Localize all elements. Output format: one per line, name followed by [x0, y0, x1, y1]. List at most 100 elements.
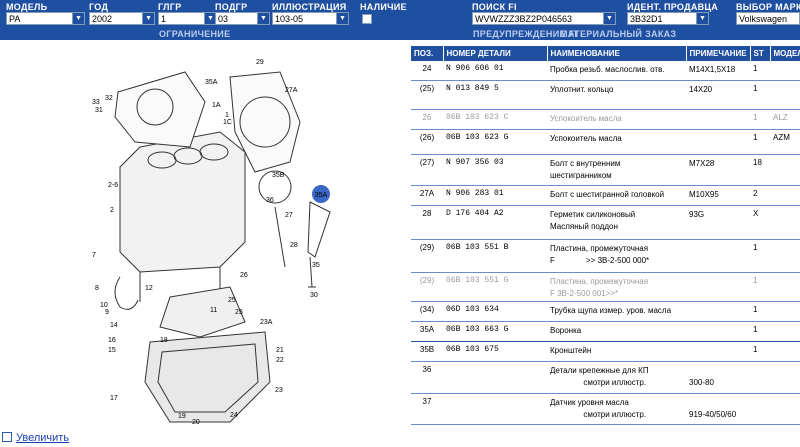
intermediate-plate: [159, 286, 246, 338]
callout[interactable]: 33: [92, 99, 100, 106]
cell-model: [770, 393, 800, 425]
callout[interactable]: 23: [275, 387, 283, 394]
callout[interactable]: 31: [95, 107, 103, 114]
callout[interactable]: 9: [105, 309, 109, 316]
sub-group-dropdown-icon[interactable]: ▼: [257, 12, 270, 25]
search-fi-input[interactable]: WVWZZZ3BZ2P046563: [472, 12, 604, 25]
cell-part-number: 06B 103 551 G: [443, 272, 547, 302]
year-select[interactable]: 2002: [89, 12, 143, 25]
callout[interactable]: 19: [178, 413, 186, 420]
zoom-link-row: Увеличить: [2, 432, 69, 444]
callout[interactable]: 12: [145, 285, 153, 292]
callout[interactable]: 25: [235, 309, 243, 316]
cell-pos: 24: [411, 61, 443, 81]
callout[interactable]: 2: [110, 207, 114, 214]
callout[interactable]: 1: [225, 112, 229, 119]
cell-part-number: 06B 103 663 G: [443, 320, 547, 342]
callout[interactable]: 29: [256, 59, 264, 66]
callout[interactable]: 20: [192, 419, 200, 426]
callout[interactable]: 35: [312, 262, 320, 269]
callout[interactable]: 21: [276, 347, 284, 354]
cell-st: 1: [750, 109, 770, 130]
col-name-header[interactable]: НАИМЕНОВАНИЕ: [547, 46, 687, 61]
callout[interactable]: 36: [266, 197, 274, 204]
callout[interactable]: 30: [310, 292, 318, 299]
callout[interactable]: 2-6: [108, 182, 118, 189]
callout[interactable]: 27: [285, 212, 293, 219]
callout[interactable]: 35A: [205, 79, 218, 86]
seller-id-select[interactable]: 3B32D1: [627, 12, 697, 25]
restriction-link[interactable]: ОГРАНИЧЕНИЕ: [159, 29, 231, 39]
callout[interactable]: 32: [105, 95, 113, 102]
highlighted-callout-marker[interactable]: [312, 185, 330, 203]
zoom-link[interactable]: Увеличить: [16, 432, 70, 444]
year-dropdown-icon[interactable]: ▼: [142, 12, 155, 25]
callout[interactable]: 14: [110, 322, 118, 329]
callout[interactable]: 28: [290, 242, 298, 249]
callout[interactable]: 26: [240, 272, 248, 279]
col-number-header[interactable]: НОМЕР ДЕТАЛИ: [443, 46, 548, 61]
availability-checkbox[interactable]: [362, 14, 372, 24]
material-order-link[interactable]: МАТЕРИАЛЬНЫЙ ЗАКАЗ: [560, 29, 677, 39]
callout[interactable]: 22: [276, 357, 284, 364]
main-group-dropdown-icon[interactable]: ▼: [204, 12, 217, 25]
main-group-select[interactable]: 1: [158, 12, 205, 25]
callout[interactable]: 10: [100, 302, 108, 309]
fi-warning-link[interactable]: ПРЕДУПРЕЖДЕНИЕ FI: [473, 29, 578, 39]
model-dropdown-icon[interactable]: ▼: [72, 12, 85, 25]
illustration-dropdown-icon[interactable]: ▼: [336, 12, 349, 25]
sub-group-label: ПОДГР: [215, 2, 248, 12]
search-fi-dropdown-icon[interactable]: ▼: [603, 12, 616, 25]
cell-name: Уплотнит. кольцо: [547, 80, 686, 110]
callout[interactable]: 27A: [285, 87, 298, 94]
callout[interactable]: 8: [95, 285, 99, 292]
seller-id-dropdown-icon[interactable]: ▼: [696, 12, 709, 25]
callout[interactable]: 1A: [212, 102, 221, 109]
callout[interactable]: 1C: [223, 119, 232, 126]
callout[interactable]: 16: [108, 337, 116, 344]
callout[interactable]: 11: [210, 307, 217, 314]
cell-note: [686, 129, 750, 155]
callout[interactable]: 18: [160, 337, 168, 344]
sub-group-select[interactable]: 03: [215, 12, 258, 25]
cell-model: [770, 239, 800, 273]
callout[interactable]: 23A: [260, 319, 273, 326]
cell-st: [750, 393, 770, 425]
callout[interactable]: 24: [230, 412, 238, 419]
cell-model: [770, 301, 800, 322]
cell-pos: 35B: [411, 341, 443, 362]
model-select[interactable]: PA: [6, 12, 73, 25]
cell-name: Датчик уровня масла смотри иллюстр.: [547, 393, 686, 425]
cell-st: [750, 361, 770, 394]
cell-model: ALZ: [770, 109, 800, 130]
oil-pan: [144, 331, 271, 423]
callout[interactable]: 15: [108, 347, 116, 354]
cell-note: M10X95: [686, 185, 750, 206]
callout[interactable]: 7: [92, 252, 96, 259]
illustration-select[interactable]: 103-05: [272, 12, 337, 25]
callout[interactable]: 25: [228, 297, 236, 304]
col-pos-header[interactable]: ПОЗ.: [411, 46, 444, 61]
col-st-header[interactable]: ST: [750, 46, 771, 61]
col-model-header[interactable]: МОДЕЛ: [770, 46, 800, 61]
callout[interactable]: 35B: [272, 172, 285, 179]
callout[interactable]: 17: [110, 395, 118, 402]
brand-select[interactable]: Volkswagen: [736, 12, 800, 25]
cell-name: Кронштейн: [547, 341, 686, 362]
col-note-header[interactable]: ПРИМЕЧАНИЕ: [686, 46, 751, 61]
